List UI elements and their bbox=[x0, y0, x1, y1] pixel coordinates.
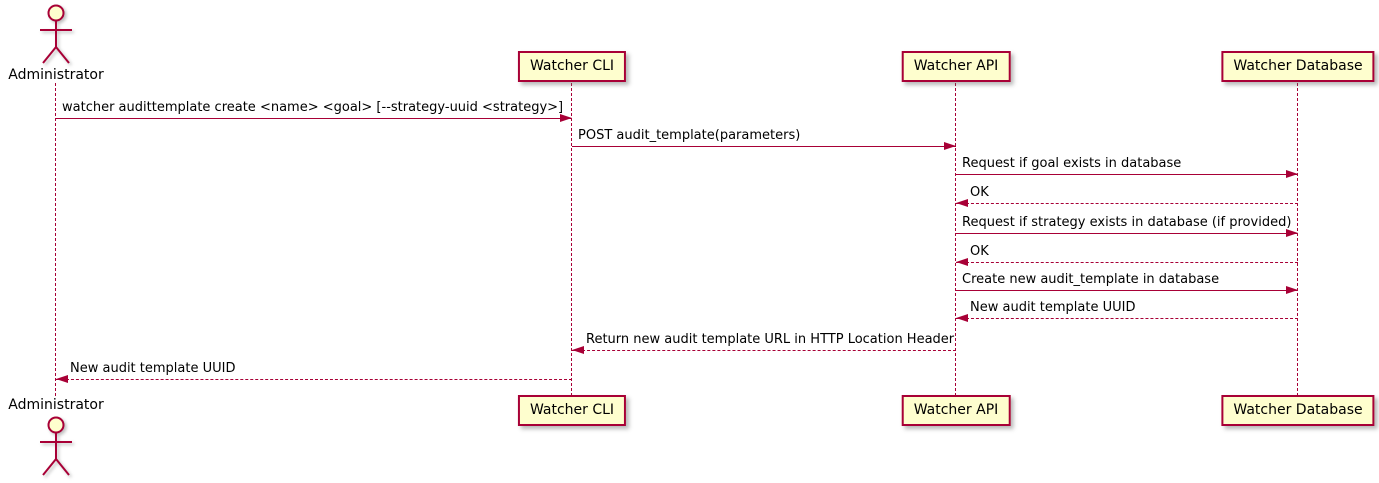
watcher-api-lifeline bbox=[955, 83, 956, 396]
message-arrowhead-8 bbox=[572, 346, 584, 354]
message-label-7: New audit template UUID bbox=[970, 300, 1136, 315]
message-line-6 bbox=[956, 290, 1298, 291]
message-label-9: New audit template UUID bbox=[70, 361, 236, 376]
message-line-5 bbox=[956, 262, 1298, 263]
administrator-actor-icon-top bbox=[32, 2, 80, 66]
watcher-cli-lifeline bbox=[571, 83, 572, 396]
message-line-2 bbox=[956, 174, 1298, 175]
message-label-8: Return new audit template URL in HTTP Lo… bbox=[586, 332, 955, 347]
message-line-1 bbox=[572, 146, 956, 147]
message-arrowhead-3 bbox=[956, 199, 968, 207]
administrator-actor-icon-bottom bbox=[32, 414, 80, 478]
administrator-label-top: Administrator bbox=[8, 67, 104, 83]
message-arrowhead-2 bbox=[1286, 170, 1298, 178]
message-arrowhead-7 bbox=[956, 314, 968, 322]
message-label-5: OK bbox=[970, 244, 989, 259]
administrator-label-bottom: Administrator bbox=[8, 397, 104, 413]
message-label-4: Request if strategy exists in database (… bbox=[962, 215, 1292, 230]
message-arrowhead-0 bbox=[560, 114, 572, 122]
administrator-lifeline bbox=[55, 83, 56, 396]
message-label-0: watcher audittemplate create <name> <goa… bbox=[62, 100, 564, 115]
message-arrowhead-5 bbox=[956, 258, 968, 266]
watcher-database-box-bottom: Watcher Database bbox=[1221, 395, 1375, 426]
watcher-database-box-top: Watcher Database bbox=[1221, 51, 1375, 82]
message-line-0 bbox=[56, 118, 572, 119]
message-line-4 bbox=[956, 233, 1298, 234]
message-arrowhead-9 bbox=[56, 375, 68, 383]
watcher-cli-box-bottom: Watcher CLI bbox=[517, 395, 627, 426]
watcher-api-box-top: Watcher API bbox=[901, 51, 1011, 82]
message-arrowhead-4 bbox=[1286, 229, 1298, 237]
message-line-3 bbox=[956, 203, 1298, 204]
message-line-8 bbox=[572, 350, 956, 351]
message-arrowhead-6 bbox=[1286, 286, 1298, 294]
message-line-7 bbox=[956, 318, 1298, 319]
watcher-database-lifeline bbox=[1297, 83, 1298, 396]
message-arrowhead-1 bbox=[944, 142, 956, 150]
watcher-cli-box-top: Watcher CLI bbox=[517, 51, 627, 82]
message-line-9 bbox=[56, 379, 572, 380]
watcher-api-box-bottom: Watcher API bbox=[901, 395, 1011, 426]
message-label-1: POST audit_template(parameters) bbox=[578, 128, 801, 143]
message-label-2: Request if goal exists in database bbox=[962, 156, 1182, 171]
message-label-3: OK bbox=[970, 185, 989, 200]
message-label-6: Create new audit_template in database bbox=[962, 272, 1220, 287]
